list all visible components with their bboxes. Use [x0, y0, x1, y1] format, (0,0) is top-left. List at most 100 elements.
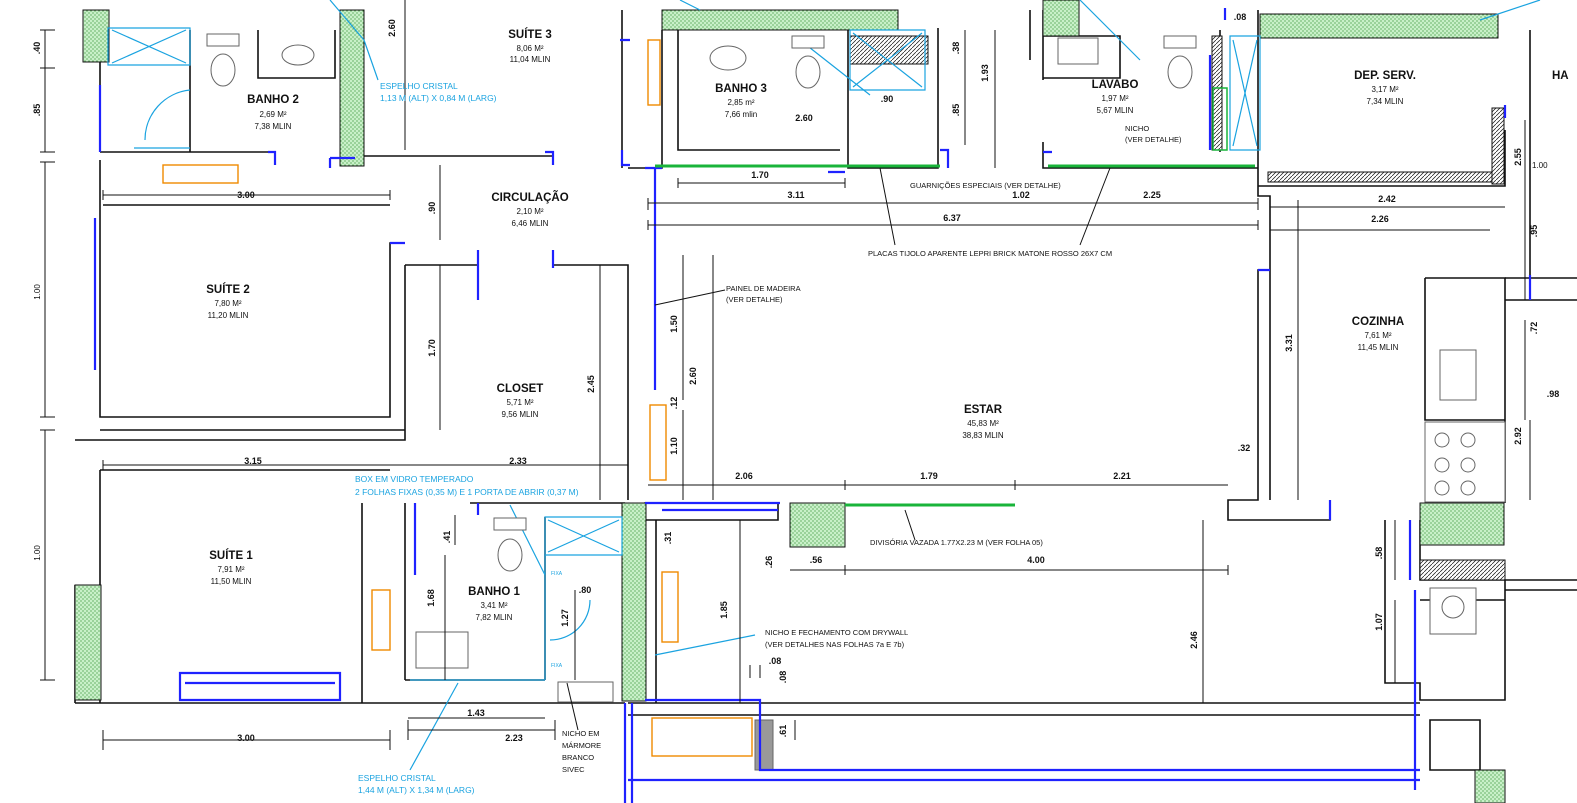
note-marmore-line1: NICHO EM [562, 729, 600, 738]
note-marmore-line4: SIVEC [562, 765, 585, 774]
svg-text:2,10 M²: 2,10 M² [516, 207, 543, 216]
svg-text:.85: .85 [32, 104, 42, 117]
svg-text:1,97 M²: 1,97 M² [1101, 94, 1128, 103]
svg-text:7,91 M²: 7,91 M² [217, 565, 244, 574]
walls [74, 10, 1577, 771]
note-marmore-line2: MÁRMORE [562, 741, 601, 750]
svg-text:CLOSET: CLOSET [497, 383, 544, 395]
svg-text:1.93: 1.93 [980, 64, 990, 82]
note-drywall-line2: (VER DETALHES NAS FOLHAS 7a E 7b) [765, 640, 905, 649]
svg-text:3,41 M²: 3,41 M² [480, 601, 507, 610]
svg-text:3.15: 3.15 [244, 456, 262, 466]
svg-text:7,34 MLIN: 7,34 MLIN [1367, 97, 1404, 106]
note-fixa-1: FIXA [551, 571, 563, 577]
svg-text:.98: .98 [1547, 389, 1560, 399]
svg-text:11,45 MLIN: 11,45 MLIN [1358, 343, 1399, 352]
svg-text:.61: .61 [778, 725, 788, 738]
svg-text:.80: .80 [579, 585, 592, 595]
note-painel-line2: (VER DETALHE) [726, 295, 783, 304]
svg-text:6.37: 6.37 [943, 213, 961, 223]
dimension-lines [40, 0, 1531, 750]
svg-text:3.00: 3.00 [237, 190, 255, 200]
svg-text:7,61 M²: 7,61 M² [1364, 331, 1391, 340]
note-espelho2-line2: 1,13 M (ALT) X 0,84 M (LARG) [380, 93, 497, 103]
note-marmore-line3: BRANCO [562, 753, 594, 762]
note-guarnicoes: GUARNIÇÕES ESPECIAIS (VER DETALHE) [910, 181, 1061, 190]
svg-text:2.25: 2.25 [1143, 190, 1161, 200]
note-drywall-line1: NICHO E FECHAMENTO COM DRYWALL [765, 628, 908, 637]
svg-text:BANHO 3: BANHO 3 [715, 83, 767, 95]
svg-text:3.00: 3.00 [237, 733, 255, 743]
furniture [162, 39, 753, 757]
svg-text:38,83 MLIN: 38,83 MLIN [962, 431, 1004, 440]
room-suite3: SUÍTE 3 8,06 M² 11,04 MLIN [508, 28, 551, 64]
room-estar: ESTAR 45,83 M² 38,83 MLIN [962, 404, 1004, 440]
svg-text:1.07: 1.07 [1374, 613, 1384, 631]
svg-text:.26: .26 [764, 556, 774, 569]
room-depserv: DEP. SERV. 3,17 M² 7,34 MLIN [1354, 70, 1416, 106]
note-placas: PLACAS TIJOLO APARENTE LEPRI BRICK MATON… [868, 249, 1112, 258]
room-suite1: SUÍTE 1 7,91 M² 11,50 MLIN [209, 549, 253, 586]
openings [93, 8, 1532, 803]
svg-text:11,04 MLIN: 11,04 MLIN [510, 55, 551, 64]
svg-text:1.00: 1.00 [33, 545, 42, 561]
svg-text:8,06 M²: 8,06 M² [516, 44, 543, 53]
svg-text:1.43: 1.43 [467, 708, 485, 718]
note-box-line1: BOX EM VIDRO TEMPERADO [355, 474, 474, 484]
svg-text:1.70: 1.70 [751, 170, 769, 180]
svg-text:.40: .40 [32, 42, 42, 55]
svg-text:7,66 mlin: 7,66 mlin [725, 110, 757, 119]
svg-text:.56: .56 [810, 555, 823, 565]
svg-text:.95: .95 [1529, 225, 1539, 238]
room-ha-cut: HA [1552, 70, 1569, 82]
svg-text:SUÍTE 3: SUÍTE 3 [508, 28, 551, 41]
note-divisoria: DIVISÓRIA VAZADA 1.77X2.23 M (VER FOLHA … [870, 538, 1043, 547]
svg-text:7,80 M²: 7,80 M² [214, 299, 241, 308]
dimension-labels: 2.60 .40 .85 3.00 .90 1.00 1.70 2.45 3.1… [32, 12, 1559, 743]
note-nicho-line1: NICHO [1125, 124, 1149, 133]
svg-text:1.79: 1.79 [920, 471, 938, 481]
svg-text:.38: .38 [951, 42, 961, 55]
svg-text:2.21: 2.21 [1113, 471, 1131, 481]
note-espelho1-line1: ESPELHO CRISTAL [358, 773, 436, 783]
svg-text:1.27: 1.27 [560, 609, 570, 627]
svg-text:2.60: 2.60 [688, 367, 698, 385]
svg-text:1.85: 1.85 [719, 601, 729, 619]
svg-text:.32: .32 [1238, 443, 1251, 453]
svg-text:.72: .72 [1529, 322, 1539, 335]
svg-text:2.46: 2.46 [1189, 631, 1199, 649]
svg-text:LAVABO: LAVABO [1092, 79, 1139, 91]
svg-text:BANHO 2: BANHO 2 [247, 94, 299, 106]
svg-text:6,46 MLIN: 6,46 MLIN [512, 219, 549, 228]
svg-text:2,69 M²: 2,69 M² [259, 110, 286, 119]
fixtures [206, 33, 1506, 703]
room-banho1: BANHO 1 3,41 M² 7,82 MLIN [468, 586, 520, 622]
note-fixa-2: FIXA [551, 663, 563, 669]
room-circulacao: CIRCULAÇÃO 2,10 M² 6,46 MLIN [491, 191, 568, 228]
room-closet: CLOSET 5,71 M² 9,56 MLIN [497, 383, 544, 419]
svg-text:11,20 MLIN: 11,20 MLIN [208, 311, 249, 320]
svg-text:1.02: 1.02 [1012, 190, 1030, 200]
svg-text:1.70: 1.70 [427, 339, 437, 357]
svg-text:3.31: 3.31 [1284, 334, 1294, 352]
svg-text:2.60: 2.60 [795, 113, 813, 123]
svg-text:3,17 M²: 3,17 M² [1371, 85, 1398, 94]
svg-text:7,38 MLIN: 7,38 MLIN [255, 122, 292, 131]
svg-text:2.60: 2.60 [387, 19, 397, 37]
svg-text:.90: .90 [881, 94, 894, 104]
svg-text:1.50: 1.50 [669, 315, 679, 333]
note-nicho-line2: (VER DETALHE) [1125, 135, 1182, 144]
columns [74, 0, 1506, 803]
svg-text:2.45: 2.45 [586, 375, 596, 393]
svg-text:.31: .31 [663, 532, 673, 545]
svg-text:ESTAR: ESTAR [964, 404, 1003, 416]
svg-text:9,56 MLIN: 9,56 MLIN [502, 410, 539, 419]
room-cozinha: COZINHA 7,61 M² 11,45 MLIN [1352, 316, 1404, 352]
svg-text:7,82 MLIN: 7,82 MLIN [476, 613, 513, 622]
svg-text:11,50 MLIN: 11,50 MLIN [211, 577, 252, 586]
svg-text:3.11: 3.11 [787, 190, 804, 200]
svg-text:2.06: 2.06 [735, 471, 753, 481]
svg-text:COZINHA: COZINHA [1352, 316, 1404, 328]
svg-text:.08: .08 [1234, 12, 1247, 22]
